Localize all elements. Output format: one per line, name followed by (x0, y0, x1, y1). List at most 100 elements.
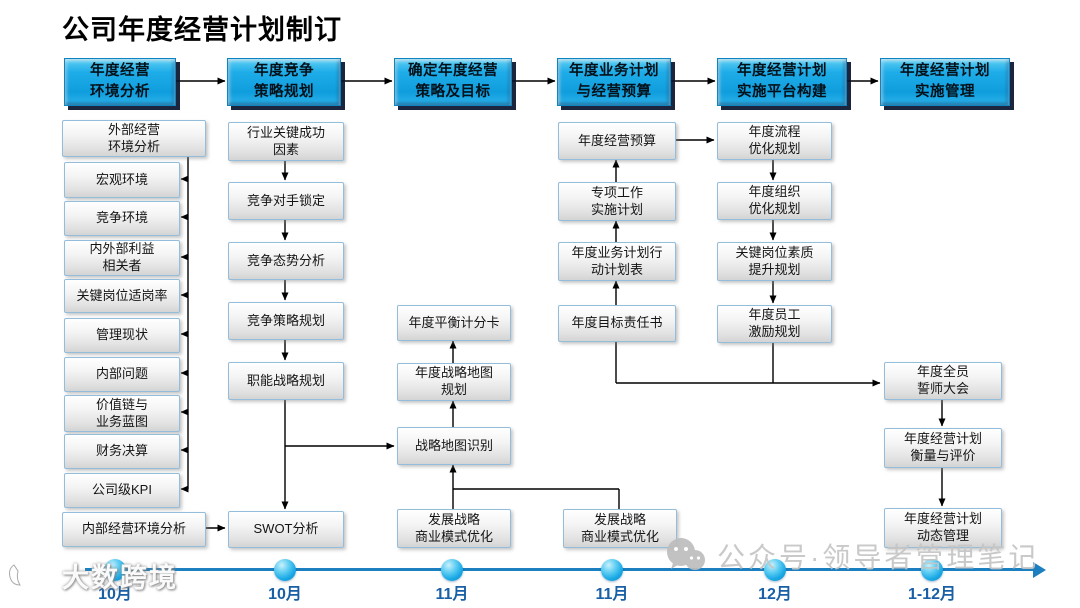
flow-node-label: 动态管理 (916, 528, 969, 543)
phase-box: 确定年度经营策略及目标 (394, 58, 512, 106)
flow-node-label: 发展战略 (427, 511, 480, 527)
phase-box-label: 策略及目标 (415, 84, 491, 100)
timeline-month-label: 11月 (595, 586, 629, 603)
flow-node-label: 竞争策略规划 (246, 312, 325, 328)
flow-node: 年度经营计划衡量与评价 (884, 428, 1002, 468)
timeline-line (85, 568, 1035, 571)
flow-node: 公司级KPI (64, 473, 180, 508)
flow-node-label: 公司级KPI (92, 482, 152, 498)
flow-node: 年度经营计划动态管理 (884, 508, 1002, 548)
flow-node-label: 发展战略 (593, 511, 646, 527)
phase-box: 年度经营环境分析 (64, 58, 176, 106)
flow-node-label: 财务决算 (95, 443, 148, 459)
flow-node-label: 年度战略地图 (414, 365, 493, 381)
flow-node: 年度战略地图规划 (397, 363, 511, 401)
flow-node-label: 年度平衡计分卡 (408, 314, 500, 330)
flow-node: 年度平衡计分卡 (397, 305, 511, 341)
timeline-month-label: 10月 (268, 586, 302, 603)
flow-node: 年度经营预算 (558, 122, 676, 160)
flow-node-label: 优化规划 (748, 201, 801, 216)
timeline-dot (441, 559, 463, 581)
flow-node-label: 竞争态势分析 (246, 252, 325, 268)
flow-node-label: 年度经营计划 (903, 511, 982, 527)
phase-box-label: 与经营预算 (576, 84, 652, 100)
flow-node: 内部经营环境分析 (62, 512, 206, 547)
flow-node: 专项工作实施计划 (558, 182, 676, 221)
timeline-arrow-icon (1033, 562, 1046, 578)
flow-node: 外部经营环境分析 (62, 120, 206, 157)
timeline-dot (274, 559, 296, 581)
flow-node: 关键岗位适岗率 (64, 279, 180, 313)
flow-node: 竞争环境 (64, 201, 180, 236)
flow-node-label: 环境分析 (107, 138, 160, 154)
flow-node-label: 管理现状 (95, 327, 148, 343)
flow-node: 竞争对手锁定 (228, 182, 344, 220)
flow-node: 年度员工激励规划 (717, 305, 832, 343)
flow-node-label: 专项工作 (590, 184, 643, 200)
flow-node-label: 内部经营环境分析 (81, 521, 186, 537)
timeline-dot (921, 559, 943, 581)
flow-node-label: 年度业务计划行 (571, 244, 663, 260)
flow-node: 年度全员誓师大会 (884, 362, 1002, 400)
flow-node: 内部问题 (64, 357, 180, 392)
page-title: 公司年度经营计划制订 (62, 15, 342, 45)
flow-node: 发展战略商业模式优化 (397, 509, 511, 548)
flow-node-label: 内外部利益 (89, 241, 155, 257)
flow-node: 管理现状 (64, 318, 180, 353)
flow-node-label: 年度流程 (748, 124, 801, 140)
flow-node-label: 内部问题 (95, 366, 148, 382)
flow-node-label: 实施计划 (590, 201, 643, 217)
flow-node: 战略地图识别 (397, 427, 511, 465)
flow-node-label: 年度组织 (748, 184, 801, 200)
flow-node-label: 年度员工 (748, 307, 801, 323)
flow-node-label: 职能战略规划 (246, 372, 325, 388)
flow-node-label: 竞争环境 (95, 210, 148, 226)
phase-box: 年度经营计划实施平台构建 (717, 58, 847, 106)
phase-box-label: 年度竞争 (254, 63, 314, 80)
flow-node: 价值链与业务蓝图 (64, 395, 180, 432)
timeline-dot (764, 559, 786, 581)
flow-node-label: 衡量与评价 (910, 448, 976, 463)
phase-box-label: 环境分析 (90, 84, 150, 100)
flow-node: 行业关键成功因素 (228, 122, 344, 161)
flow-node-label: 价值链与 (95, 396, 148, 412)
flow-node-label: 相关者 (102, 258, 142, 273)
phase-box-label: 年度业务计划 (569, 63, 659, 80)
flow-node-label: 年度经营预算 (577, 132, 656, 148)
phase-box-label: 年度经营 (90, 63, 150, 80)
flow-node: 竞争策略规划 (228, 302, 344, 340)
flow-node-label: 年度经营计划 (903, 431, 982, 447)
timeline-month-label: 11月 (435, 586, 469, 603)
phase-box-label: 策略规划 (254, 84, 314, 100)
timeline-dot (104, 559, 126, 581)
timeline-dot (601, 559, 623, 581)
phase-box-label: 实施管理 (915, 84, 975, 100)
phase-box-label: 年度经营计划 (900, 63, 990, 80)
timeline-month-label: 12月 (758, 586, 792, 603)
flow-node-label: SWOT分析 (253, 521, 319, 537)
flow-node: 发展战略商业模式优化 (563, 509, 677, 548)
flow-node: 财务决算 (64, 434, 180, 469)
flow-node: 年度组织优化规划 (717, 182, 832, 220)
flow-node: 宏观环境 (64, 162, 180, 198)
flow-node-label: 宏观环境 (95, 171, 148, 187)
timeline-month-label: 1-12月 (907, 586, 957, 603)
flow-node-label: 优化规划 (748, 141, 801, 156)
phase-box: 年度业务计划与经营预算 (557, 58, 671, 106)
flow-node-label: 行业关键成功 (246, 124, 325, 140)
flow-node-label: 商业模式优化 (414, 528, 493, 544)
phase-box-label: 确定年度经营 (408, 63, 498, 80)
flow-node-label: 因素 (272, 141, 299, 157)
flow-node: 关键岗位素质提升规划 (717, 242, 832, 281)
flow-node-label: 商业模式优化 (580, 528, 659, 544)
flow-node-label: 动计划表 (590, 261, 643, 277)
flow-node: 竞争态势分析 (228, 242, 344, 280)
phase-box-label: 实施平台构建 (737, 84, 827, 100)
flow-node: SWOT分析 (228, 511, 344, 548)
flow-node-label: 年度目标责任书 (571, 315, 663, 331)
phase-box: 年度经营计划实施管理 (880, 58, 1010, 106)
flow-node: 年度目标责任书 (558, 305, 676, 342)
flow-node: 职能战略规划 (228, 362, 344, 400)
